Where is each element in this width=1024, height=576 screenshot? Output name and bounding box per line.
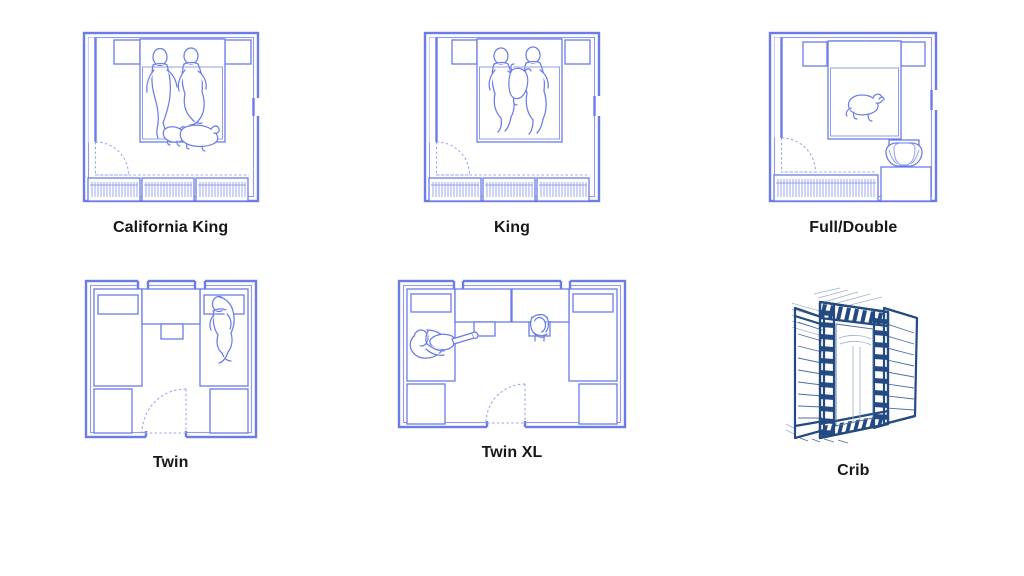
- bed-size-card-crib: Crib: [683, 248, 1024, 480]
- person-figure-left: [145, 47, 178, 139]
- bed-size-card-california-king: California King: [0, 0, 341, 237]
- bed-size-label-california-king: California King: [113, 219, 229, 236]
- bed-size-card-king: King: [341, 0, 682, 237]
- bed-size-card-full-double: Full/Double: [683, 0, 1024, 237]
- closet-section-group: [773, 174, 879, 202]
- floor-plan-twin: [84, 279, 257, 439]
- pet-figure-one: [508, 63, 532, 106]
- bed-size-card-twin-xl: Twin XL: [341, 248, 682, 462]
- person-with-guitar-figure: [409, 329, 479, 359]
- crib-mattress: [835, 323, 874, 427]
- person-figure-right: [177, 47, 207, 126]
- floor-plan-king: [423, 31, 602, 203]
- pet-figure-one: [162, 126, 187, 147]
- crib-back-panel: [883, 306, 919, 426]
- floor-plan-full-double: [769, 31, 940, 203]
- crib-front-frame: [819, 300, 890, 440]
- bed-size-label-crib: Crib: [837, 462, 870, 479]
- person-figure-right: [519, 46, 549, 135]
- armchair: [885, 139, 923, 167]
- bed-size-label-twin-xl: Twin XL: [481, 444, 543, 461]
- floor-plan-california-king: [82, 31, 261, 203]
- bed-size-label-twin: Twin: [152, 454, 189, 471]
- floor-plan-twin-xl: [397, 279, 627, 429]
- person-seated-at-desk-figure: [529, 314, 549, 342]
- pet-figure-two: [179, 124, 220, 152]
- illustration-crib: [786, 287, 919, 444]
- bed-size-label-king: King: [494, 219, 530, 236]
- crib-right-post: [873, 308, 890, 430]
- bed-size-label-full-double: Full/Double: [809, 219, 898, 236]
- bed-size-card-twin: Twin: [0, 248, 341, 472]
- crib-left-post: [819, 300, 836, 440]
- pet-figure-one: [845, 93, 885, 122]
- closet-section-group: [87, 177, 249, 202]
- closet-section-group: [428, 177, 590, 202]
- person-figure-right-bed: [209, 295, 235, 364]
- crib-bottom-rail: [819, 409, 890, 440]
